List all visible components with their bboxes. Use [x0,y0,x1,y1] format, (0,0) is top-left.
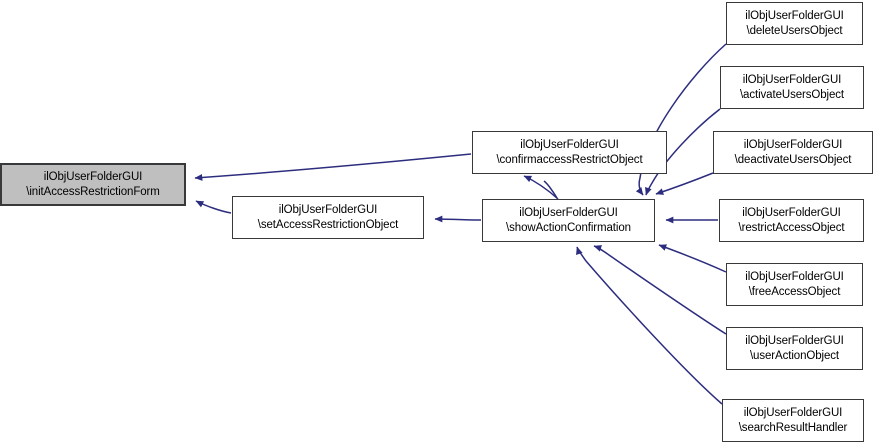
edge-searchresult-to-showaction [576,246,723,405]
node-setaccessrestrictionobject[interactable]: ilObjUserFolderGUI \setAccessRestriction… [232,196,424,239]
node-deactivateusersobject[interactable]: ilObjUserFolderGUI \deactivateUsersObjec… [713,131,873,174]
node-class-name: ilObjUserFolderGUI [519,207,618,219]
node-class-name: ilObjUserFolderGUI [743,139,843,151]
node-member-name: \showActionConfirmation [506,221,631,234]
edge-useraction-to-showaction [593,245,727,335]
node-freeaccessobject[interactable]: ilObjUserFolderGUI \freeAccessObject [726,263,863,306]
edge-freeaccess-to-showaction [658,244,727,273]
node-deleteusersobject[interactable]: ilObjUserFolderGUI \deleteUsersObject [726,2,863,45]
edge-showaction-to-confirmaccess-2 [523,175,559,200]
node-member-name: \setAccessRestrictionObject [257,218,399,231]
edge-deactivateusers-to-showaction [655,172,714,195]
node-useractionobject[interactable]: ilObjUserFolderGUI \userActionObject [726,327,863,370]
node-member-name: \searchResultHandler [738,421,848,434]
node-activateusersobject[interactable]: ilObjUserFolderGUI \activateUsersObject [720,66,864,109]
node-class-name: ilObjUserFolderGUI [743,407,843,419]
node-member-name: \confirmaccessRestrictObject [496,153,643,166]
node-member-name: \deactivateUsersObject [734,153,852,166]
node-initaccessrestrictionform[interactable]: ilObjUserFolderGUI \initAccessRestrictio… [0,163,186,206]
edge-setaccess-to-initaccess [195,200,232,214]
node-member-name: \freeAccessObject [748,285,841,298]
node-class-name: ilObjUserFolderGUI [745,335,844,347]
node-member-name: \initAccessRestrictionForm [26,185,160,198]
node-class-name: ilObjUserFolderGUI [745,10,844,22]
node-class-name: ilObjUserFolderGUI [43,171,143,183]
edge-showaction-to-confirmaccess [543,180,558,199]
node-member-name: \deleteUsersObject [746,24,843,37]
node-restrictaccessobject[interactable]: ilObjUserFolderGUI \restrictAccessObject [719,199,864,242]
node-member-name: \activateUsersObject [739,88,845,101]
edge-confirmaccess-to-initaccess [194,153,472,181]
node-searchresulthandler[interactable]: ilObjUserFolderGUI \searchResultHandler [722,399,864,442]
node-confirmaccessrestrictobject[interactable]: ilObjUserFolderGUI \confirmaccessRestric… [472,131,667,174]
node-class-name: ilObjUserFolderGUI [745,271,844,283]
node-showactionconfirmation[interactable]: ilObjUserFolderGUI \showActionConfirmati… [482,199,655,242]
node-member-name: \userActionObject [749,349,840,362]
node-member-name: \restrictAccessObject [738,221,845,234]
node-class-name: ilObjUserFolderGUI [520,139,619,151]
node-class-name: ilObjUserFolderGUI [742,74,842,86]
node-class-name: ilObjUserFolderGUI [742,207,841,219]
node-class-name: ilObjUserFolderGUI [278,204,378,216]
edge-showaction-to-setaccess [434,215,482,223]
